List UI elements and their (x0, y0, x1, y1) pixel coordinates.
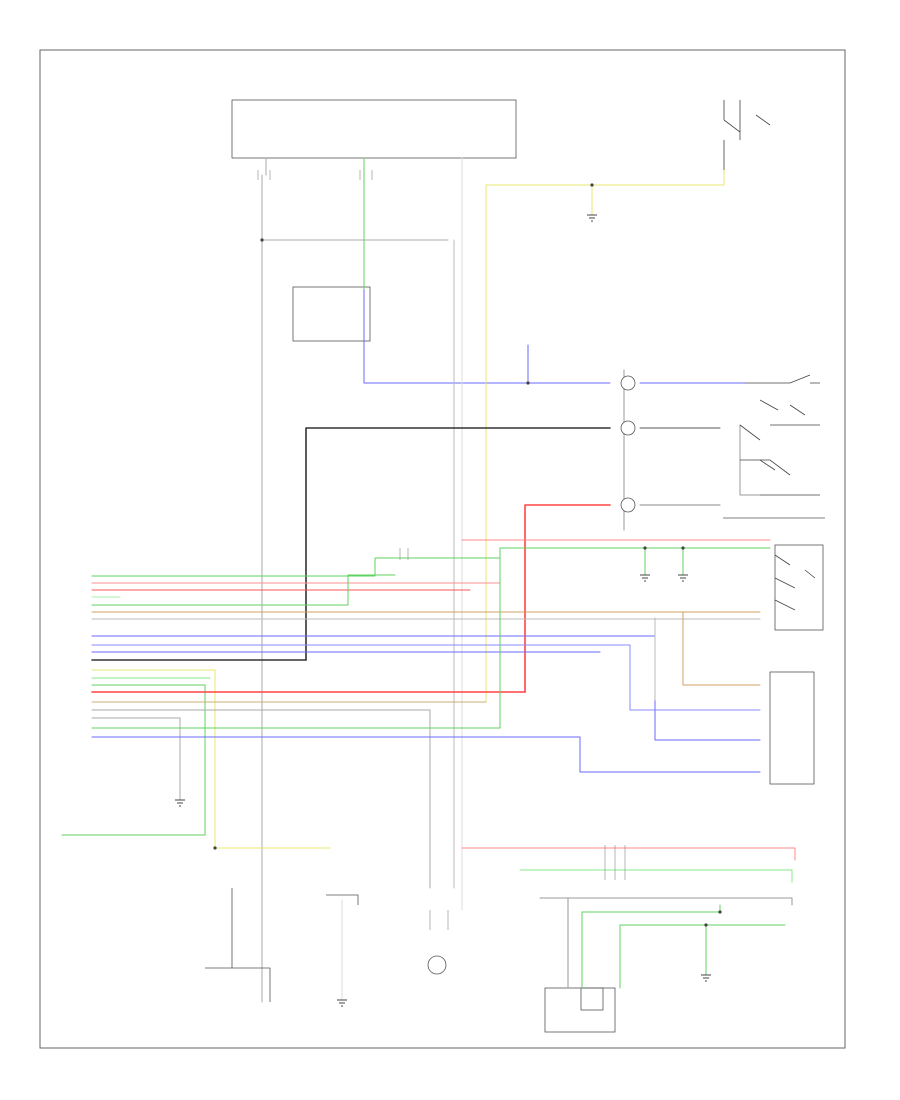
connector-mark (359, 170, 373, 180)
splice-node (643, 546, 647, 550)
splice-nodes (213, 183, 722, 927)
wires (61, 157, 796, 1003)
wire-black-center (305, 427, 611, 661)
wire-green-5 (91, 574, 396, 606)
wire-green-lower-a (581, 904, 721, 913)
diagram-border (39, 49, 846, 1049)
wire-pink-lower (461, 847, 796, 861)
wire-tan-solenoid (682, 611, 761, 686)
range-switch-contacts (774, 554, 816, 611)
indicator-bulb-top (620, 375, 636, 391)
self-diagnosis-connector (292, 286, 371, 342)
tcm-block (205, 888, 271, 1002)
component-boxes (231, 99, 824, 1033)
wire-green-1 (91, 557, 501, 577)
combination-meter-inner (580, 987, 604, 1011)
splice-node (213, 846, 217, 850)
modules (205, 517, 825, 1002)
wire-gray-fuse1 (261, 157, 449, 1003)
splice-node (590, 183, 594, 187)
splice-node (260, 238, 264, 242)
wire-green-14 (61, 684, 206, 836)
wire-gray-17 (91, 709, 431, 889)
ground-symbol (175, 799, 185, 807)
mode-switch-4 (740, 459, 820, 496)
splice-node (681, 546, 685, 550)
switches (723, 100, 820, 611)
wire-blue-diag (363, 289, 611, 384)
combination-meter-housing (544, 987, 616, 1033)
wire-blue-indicator (527, 344, 746, 384)
indicator-bulbs (427, 375, 636, 975)
grounds (175, 214, 711, 1007)
wire-blue-9 (91, 644, 761, 711)
connector-mark (257, 170, 271, 180)
mode-switch-2 (759, 399, 820, 426)
connector-mark (604, 845, 626, 880)
wire-red-bulb (524, 504, 611, 693)
wire-ltgreen-lower (519, 869, 793, 883)
ground-symbol (337, 999, 347, 1007)
ground-symbol (678, 574, 688, 582)
splice-node (526, 381, 530, 385)
mode-switch-3 (739, 424, 776, 471)
connector-mark (399, 548, 409, 560)
splice-node (704, 923, 708, 927)
wire-blue-20 (91, 736, 761, 773)
mode-switch-1 (745, 374, 820, 384)
ecm-dashed (326, 894, 359, 905)
splice-node (718, 910, 722, 914)
transmission-range-switch (774, 544, 824, 631)
solenoid-valve-assembly (769, 671, 815, 785)
vehicle-speed-sensor (427, 955, 447, 975)
ground-symbol (701, 974, 711, 982)
connector-mark (429, 910, 449, 930)
wire-gray-18 (91, 717, 181, 791)
wire-bulb-common (623, 369, 761, 531)
indicator-bulb-middle (620, 420, 636, 436)
wire-yellow-ignition (485, 169, 725, 703)
ground-symbol (640, 574, 650, 582)
fuse-box (231, 99, 517, 159)
ignition-switch (723, 100, 771, 170)
connector-marks (257, 170, 626, 930)
wire-gray-lower (539, 897, 793, 906)
wire-yellow-12 (91, 669, 216, 849)
ground-symbol (587, 214, 597, 222)
indicator-bulb-bottom (620, 497, 636, 513)
